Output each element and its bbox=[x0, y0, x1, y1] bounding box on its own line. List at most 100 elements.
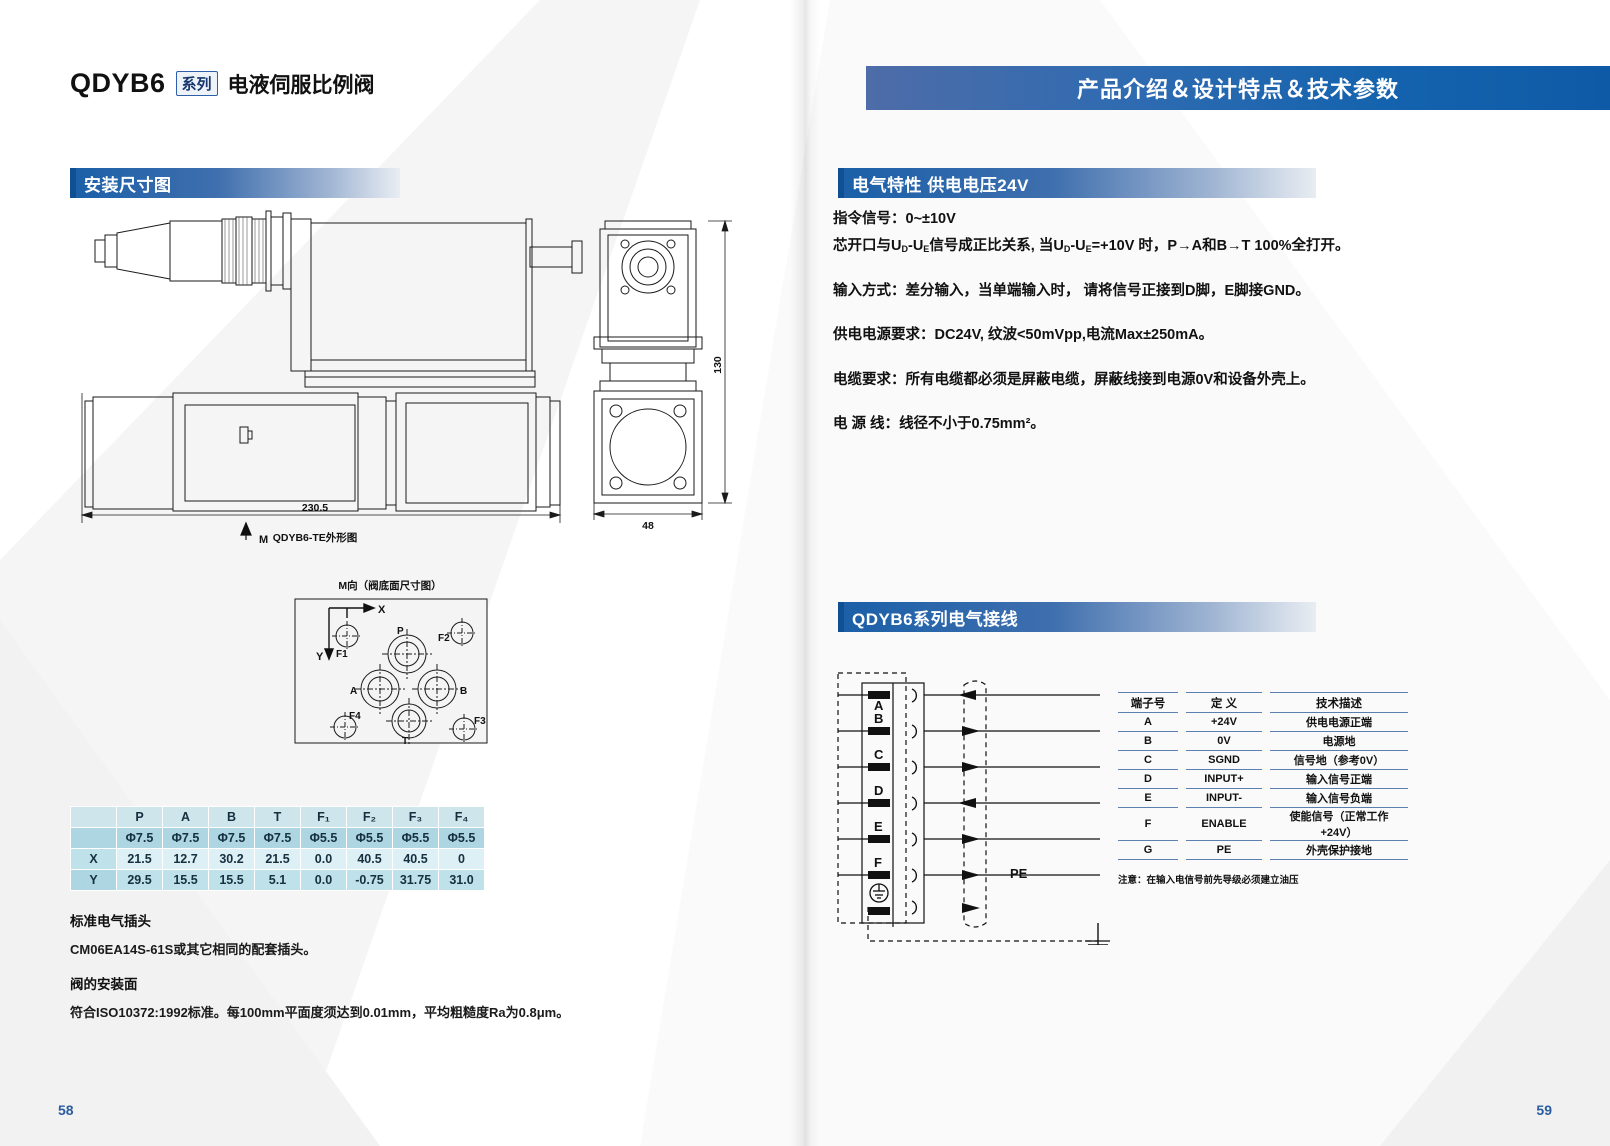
column-header-definition: 定 义 bbox=[1186, 692, 1262, 713]
table-row: G PE 外壳保护接地 bbox=[1118, 840, 1408, 860]
spec-value: 0~±10V bbox=[905, 211, 956, 227]
cell-spacer bbox=[1178, 789, 1186, 808]
fixing-label-f2: F2 bbox=[438, 633, 450, 644]
column-header-f2: F₂ bbox=[346, 806, 393, 828]
cell: 40.5 bbox=[392, 848, 439, 870]
table-row: Y 29.5 15.5 15.5 5.1 0.0 -0.75 31.75 31.… bbox=[70, 869, 485, 891]
cell: 31.0 bbox=[438, 869, 485, 891]
cell: Φ7.5 bbox=[254, 827, 301, 849]
cell-spacer bbox=[1178, 841, 1186, 860]
cell-spacer bbox=[1178, 713, 1186, 732]
cell: 21.5 bbox=[116, 848, 163, 870]
column-header-t: T bbox=[254, 806, 301, 828]
fixing-label-f4: F4 bbox=[349, 711, 361, 722]
page-number-left: 58 bbox=[58, 1102, 74, 1118]
table-row: F ENABLE 使能信号（正常工作+24V） bbox=[1118, 807, 1408, 841]
footnotes-block: 标准电气插头 CM06EA14S-61S或其它相同的配套插头。 阀的安装面 符合… bbox=[70, 910, 720, 1036]
note-heading-plug: 标准电气插头 bbox=[70, 914, 151, 929]
cell: Φ5.5 bbox=[438, 827, 485, 849]
spec-power-supply: 供电电源要求：DC24V, 纹波<50mVpp,电流Max±250mA。 bbox=[833, 324, 1533, 346]
cell-spacer bbox=[1262, 789, 1270, 808]
fixing-label-f3: F3 bbox=[474, 716, 486, 727]
row-label-y: Y bbox=[70, 869, 117, 891]
wiring-pe-label: PE bbox=[1010, 866, 1028, 881]
terminal-assignment-table: 端子号 定 义 技术描述 A +24V 供电电源正端 B 0V 电源地 C SG… bbox=[1118, 692, 1408, 860]
port-label-t: T bbox=[402, 736, 408, 746]
cell: Φ5.5 bbox=[392, 827, 439, 849]
cell: 15.5 bbox=[162, 869, 209, 891]
table-row: C SGND 信号地（参考0V） bbox=[1118, 750, 1408, 770]
header-title-group: QDYB6 系列 电液伺服比例阀 bbox=[70, 68, 375, 99]
cell: Φ7.5 bbox=[208, 827, 255, 849]
column-header-description: 技术描述 bbox=[1270, 692, 1408, 713]
cell-spacer bbox=[1178, 732, 1186, 751]
cell-terminal: C bbox=[1118, 750, 1178, 770]
cell-spacer bbox=[1262, 713, 1270, 732]
terminal-label-d: D bbox=[874, 783, 883, 798]
column-spacer bbox=[1178, 693, 1186, 713]
terminal-label-e: E bbox=[874, 819, 883, 834]
section-title-text: 安装尺寸图 bbox=[84, 175, 172, 195]
page-header: QDYB6 系列 电液伺服比例阀 产品介绍＆设计特点＆技术参数 bbox=[0, 66, 1610, 122]
valve-front-view-drawing: 130 48 bbox=[592, 219, 732, 532]
table-row: B 0V 电源地 bbox=[1118, 731, 1408, 751]
cell-terminal: E bbox=[1118, 788, 1178, 808]
spec-label: 供电电源要求： bbox=[833, 327, 935, 344]
column-header-p: P bbox=[116, 806, 163, 828]
cell-terminal: B bbox=[1118, 731, 1178, 751]
section-accent-bar bbox=[838, 168, 844, 198]
electrical-wiring-diagram: A B C D E F bbox=[837, 672, 1110, 945]
section-title-text: 电气特性 供电电压24V bbox=[852, 175, 1029, 195]
cell-definition: SGND bbox=[1186, 750, 1262, 770]
spec-spool-opening: 芯开口与UD-UE信号成正比关系, 当UD-UE=+10V 时，P→A和B→T … bbox=[833, 238, 1350, 255]
page-number-right: 59 bbox=[1536, 1102, 1552, 1118]
cell: 31.75 bbox=[392, 869, 439, 891]
drawing-caption-bottom-view: M向（阀底面尺寸图） bbox=[338, 580, 442, 592]
cell-definition: INPUT+ bbox=[1186, 769, 1262, 789]
spec-value: 线径不小于0.75mm²。 bbox=[899, 416, 1045, 433]
cell-description: 信号地（参考0V） bbox=[1270, 750, 1408, 770]
cell-description: 供电电源正端 bbox=[1270, 712, 1408, 732]
electrical-specification-list: 指令信号：0~±10V 芯开口与UD-UE信号成正比关系, 当UD-UE=+10… bbox=[833, 208, 1533, 441]
cell: Φ5.5 bbox=[300, 827, 347, 849]
cell-spacer bbox=[1262, 841, 1270, 860]
terminal-label-c: C bbox=[874, 747, 884, 762]
cell: 0.0 bbox=[300, 848, 347, 870]
cell-description: 使能信号（正常工作+24V） bbox=[1270, 807, 1408, 841]
cell-description: 输入信号正端 bbox=[1270, 769, 1408, 789]
dimension-width-label: 48 bbox=[642, 520, 654, 532]
cell-definition: 0V bbox=[1186, 731, 1262, 751]
column-header-f4: F₄ bbox=[438, 806, 485, 828]
section-title-wiring: QDYB6系列电气接线 bbox=[838, 602, 1316, 632]
spec-label: 电缆要求： bbox=[833, 371, 906, 388]
cell-description: 电源地 bbox=[1270, 731, 1408, 751]
axis-y-label: Y bbox=[316, 651, 324, 663]
dimension-table: P A B T F₁ F₂ F₃ F₄ Φ7.5 Φ7.5 Φ7.5 Φ7.5 … bbox=[70, 806, 485, 891]
cell-description: 输入信号负端 bbox=[1270, 788, 1408, 808]
spec-power-cable: 电 源 线：线径不小于0.75mm²。 bbox=[833, 413, 1533, 435]
cell: 0.0 bbox=[300, 869, 347, 891]
note-heading-mounting-face: 阀的安装面 bbox=[70, 977, 138, 992]
cell: 12.7 bbox=[162, 848, 209, 870]
table-row: A +24V 供电电源正端 bbox=[1118, 712, 1408, 732]
header-banner-text: 产品介绍＆设计特点＆技术参数 bbox=[1076, 77, 1399, 102]
section-title-install-dimensions: 安装尺寸图 bbox=[70, 168, 400, 198]
spec-value: DC24V, 纹波<50mVpp,电流Max±250mA。 bbox=[934, 327, 1214, 344]
spec-cable-requirement: 电缆要求：所有电缆都必须是屏蔽电缆，屏蔽线接到电源0V和设备外壳上。 bbox=[833, 369, 1533, 391]
dimension-height-label: 130 bbox=[712, 356, 724, 374]
terminal-table-note: 注意：在输入电信号前先导级必须建立油压 bbox=[1118, 875, 1299, 886]
cell: 21.5 bbox=[254, 848, 301, 870]
product-brand: QDYB6 bbox=[70, 68, 166, 98]
table-row: E INPUT- 输入信号负端 bbox=[1118, 788, 1408, 808]
column-header-f1: F₁ bbox=[300, 806, 347, 828]
spec-command-signal: 指令信号：0~±10V bbox=[833, 208, 1533, 230]
cell: Φ5.5 bbox=[346, 827, 393, 849]
table-row: D INPUT+ 输入信号正端 bbox=[1118, 769, 1408, 789]
header-banner: 产品介绍＆设计特点＆技术参数 bbox=[866, 66, 1610, 110]
cell-spacer bbox=[1178, 751, 1186, 770]
cell: 30.2 bbox=[208, 848, 255, 870]
cell-definition: ENABLE bbox=[1186, 807, 1262, 841]
cell-definition: +24V bbox=[1186, 712, 1262, 732]
cell-terminal: G bbox=[1118, 840, 1178, 860]
column-header-b: B bbox=[208, 806, 255, 828]
